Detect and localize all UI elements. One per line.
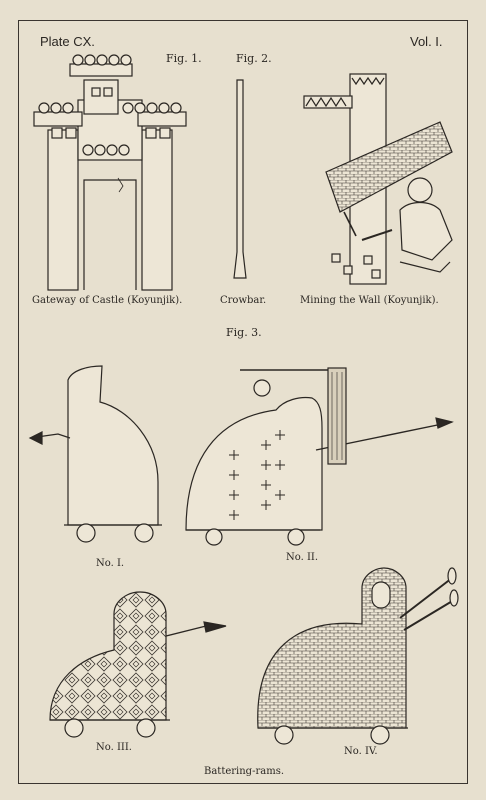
ram-no3-drawing <box>49 591 227 738</box>
fig1-caption: Gateway of Castle (Koyunjik). <box>32 295 183 306</box>
plate-border <box>18 20 468 784</box>
fig2-caption: Crowbar. <box>220 295 267 306</box>
ram-no1-label: No. I. <box>96 558 125 569</box>
fig3-label: Fig. 3. <box>226 326 262 339</box>
ram-no4-drawing <box>257 567 459 745</box>
gateway-drawing <box>33 54 187 291</box>
plate-number: Plate CX. <box>40 34 95 49</box>
fig2-label: Fig. 2. <box>236 52 272 65</box>
fig1-label: Fig. 1. <box>166 52 202 65</box>
battering-rams-caption: Battering-rams. <box>204 766 284 777</box>
ram-no2-label: No. II. <box>286 552 319 563</box>
crowbar-drawing <box>233 79 247 279</box>
mining-wall-drawing <box>303 73 453 285</box>
ram-no2-drawing <box>185 367 454 546</box>
ram-no3-label: No. III. <box>96 742 132 753</box>
mining-caption: Mining the Wall (Koyunjik). <box>300 295 439 306</box>
volume-number: Vol. I. <box>410 34 443 49</box>
ram-no4-label: No. IV. <box>344 746 378 757</box>
ram-no1-drawing <box>28 365 162 543</box>
